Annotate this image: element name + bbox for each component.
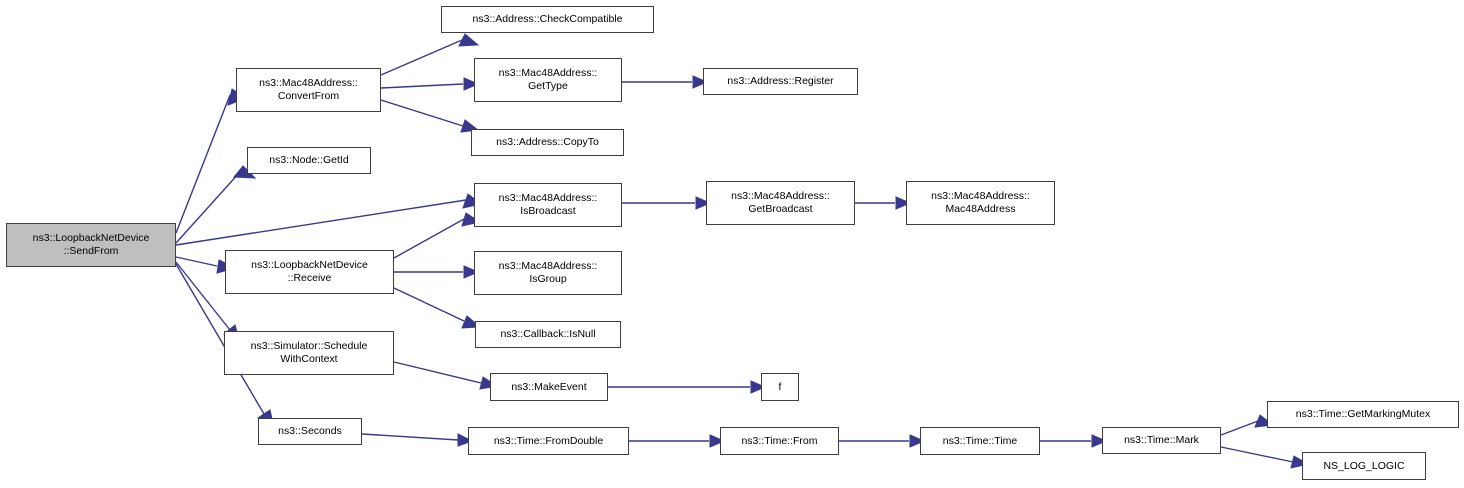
graph-node-getmarkingmutex[interactable]: ns3::Time::GetMarkingMutex (1267, 401, 1459, 428)
graph-node-label: ns3::Mac48Address:: ConvertFrom (259, 77, 358, 102)
graph-node-label: ns3::MakeEvent (511, 380, 587, 393)
graph-node-label: f (778, 380, 782, 393)
graph-node-label: ns3::Address::Register (727, 75, 834, 87)
graph-node-label: ns3::Callback::IsNull (500, 328, 596, 340)
graph-node-label: ns3::Mac48Address:: IsGroup (498, 260, 598, 285)
call-edge-convertfrom-to-checkcompatible (380, 33, 480, 76)
graph-node-seconds[interactable]: ns3::Seconds (258, 418, 362, 445)
edge-arrowhead (458, 33, 480, 47)
call-edge-timetime-to-timemark (1040, 434, 1108, 448)
graph-node-label: ns3::Node::GetId (269, 154, 349, 166)
graph-node-label: ns3::Mac48Address:: IsBroadcast (498, 192, 598, 217)
graph-node-label: ns3::Time::GetMarkingMutex (1295, 408, 1431, 420)
call-edge-getbroadcast-to-mac48address (855, 196, 912, 210)
call-edge-receive-to-isgroup (394, 265, 480, 279)
graph-node-schedulewctx[interactable]: ns3::Simulator::Schedule WithContext (224, 331, 394, 375)
call-edge-schedulewctx-to-makeevent (393, 361, 499, 390)
graph-node-nodegetid[interactable]: ns3::Node::GetId (247, 147, 371, 174)
call-edge-sendfrom-to-nodegetid (175, 165, 257, 244)
graph-node-fromdouble[interactable]: ns3::Time::FromDouble (468, 427, 629, 455)
graph-node-f[interactable]: f (761, 373, 799, 401)
graph-node-label: ns3::Mac48Address:: GetType (498, 67, 598, 92)
call-edge-receive-to-isbroadcast (393, 212, 482, 259)
graph-node-isbroadcast[interactable]: ns3::Mac48Address:: IsBroadcast (474, 183, 622, 227)
graph-node-label: ns3::Address::CopyTo (496, 136, 599, 148)
graph-node-label: ns3::Address::CheckCompatible (472, 13, 623, 25)
graph-node-label: ns3::Time::Time (942, 434, 1018, 447)
graph-node-gettype[interactable]: ns3::Mac48Address:: GetType (474, 58, 622, 102)
graph-node-timefrom[interactable]: ns3::Time::From (720, 427, 839, 455)
graph-node-sendfrom[interactable]: ns3::LoopbackNetDevice ::SendFrom (6, 223, 176, 267)
graph-node-nsloglogic[interactable]: NS_LOG_LOGIC (1302, 452, 1426, 480)
graph-node-timetime[interactable]: ns3::Time::Time (920, 427, 1040, 455)
call-edge-makeevent-to-f (608, 380, 767, 394)
graph-node-copyto[interactable]: ns3::Address::CopyTo (471, 129, 624, 156)
graph-node-isnull[interactable]: ns3::Callback::IsNull (475, 321, 621, 348)
call-edge-convertfrom-to-gettype (380, 77, 480, 91)
call-edge-timemark-to-getmarkingmutex (1220, 414, 1275, 436)
call-edge-gettype-to-register (622, 75, 709, 89)
call-edge-convertfrom-to-copyto (380, 99, 480, 133)
graph-node-label: ns3::LoopbackNetDevice ::SendFrom (32, 232, 150, 257)
graph-node-label: ns3::Mac48Address:: Mac48Address (931, 190, 1030, 215)
call-edge-timefrom-to-timetime (839, 434, 926, 448)
graph-node-getbroadcast[interactable]: ns3::Mac48Address:: GetBroadcast (706, 181, 855, 225)
graph-node-label: ns3::Time::Mark (1124, 434, 1199, 446)
graph-node-mac48address[interactable]: ns3::Mac48Address:: Mac48Address (906, 181, 1055, 225)
call-edge-timemark-to-nsloglogic (1220, 446, 1310, 469)
graph-node-timemark[interactable]: ns3::Time::Mark (1102, 427, 1221, 454)
graph-node-checkcompatible[interactable]: ns3::Address::CheckCompatible (441, 6, 654, 33)
call-edge-receive-to-isnull (393, 287, 482, 329)
graph-node-label: ns3::Seconds (278, 425, 342, 437)
graph-node-label: ns3::Mac48Address:: GetBroadcast (731, 190, 830, 215)
graph-node-label: ns3::Time::From (741, 434, 818, 447)
call-edge-sendfrom-to-isbroadcast (175, 193, 483, 246)
graph-node-label: ns3::Simulator::Schedule WithContext (250, 340, 368, 365)
graph-node-register[interactable]: ns3::Address::Register (703, 68, 858, 95)
call-edge-isbroadcast-to-getbroadcast (622, 196, 712, 210)
call-edge-seconds-to-fromdouble (361, 433, 474, 447)
graph-node-label: ns3::LoopbackNetDevice ::Receive (251, 259, 368, 284)
graph-node-label: ns3::Time::FromDouble (493, 434, 604, 447)
graph-node-convertfrom[interactable]: ns3::Mac48Address:: ConvertFrom (236, 68, 381, 112)
graph-node-receive[interactable]: ns3::LoopbackNetDevice ::Receive (225, 250, 394, 294)
graph-node-isgroup[interactable]: ns3::Mac48Address:: IsGroup (474, 251, 622, 295)
graph-node-makeevent[interactable]: ns3::MakeEvent (490, 373, 608, 401)
call-edge-fromdouble-to-timefrom (629, 434, 726, 448)
graph-node-label: NS_LOG_LOGIC (1323, 459, 1405, 472)
